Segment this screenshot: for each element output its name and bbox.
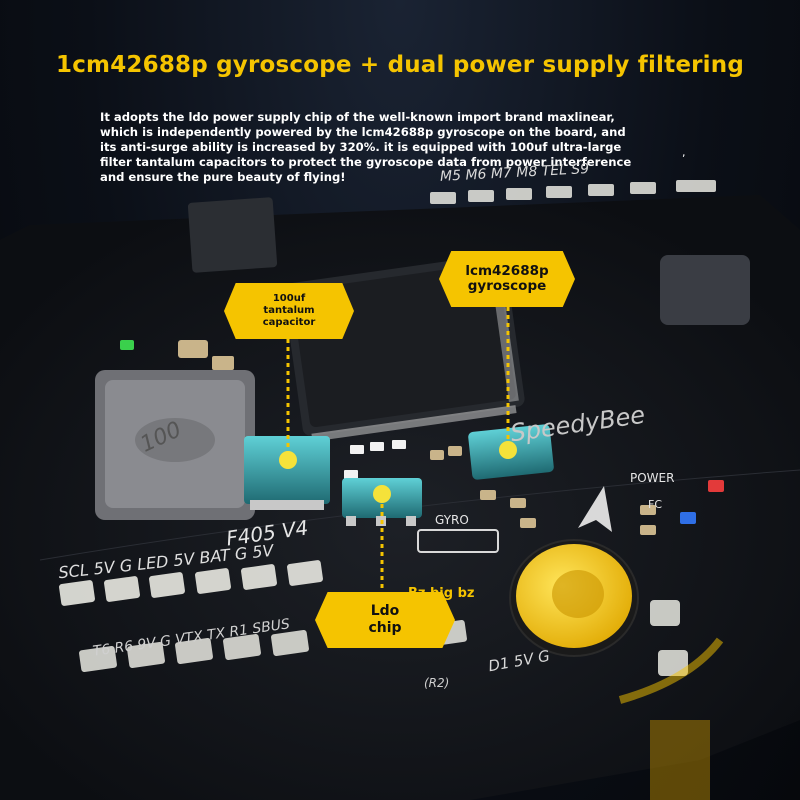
gyro-silk-outline [417, 529, 499, 553]
ldo-dot [373, 485, 391, 503]
small-chip [187, 197, 278, 273]
silk-fc: FC [648, 498, 663, 511]
right-pads [650, 600, 688, 676]
gyro-dot [499, 441, 517, 459]
callout-tantalum-capacitor: 100uf tantalum capacitor [224, 283, 354, 339]
callout-line: Ldo [370, 603, 400, 619]
power-led [708, 480, 724, 492]
callout-line: tantalum [263, 305, 315, 316]
description-line: its anti-surge ability is increased by 3… [100, 140, 622, 154]
description-line: It adopts the ldo power supply chip of t… [100, 110, 615, 124]
headline: 1cm42688p gyroscope + dual power supply … [56, 52, 744, 78]
callout-line: 100uf [272, 293, 306, 304]
smd-components [178, 340, 656, 535]
callout-line: capacitor [262, 317, 316, 328]
silk-power: POWER [630, 471, 675, 485]
description-line: which is independently powered by the lc… [100, 125, 626, 139]
silk-gyro: GYRO [435, 513, 469, 527]
battery-pad [509, 539, 639, 657]
green-led [120, 340, 134, 350]
arrow-mark [578, 486, 612, 532]
callout-line: chip [368, 620, 402, 636]
description-line: filter tantalum capacitors to protect th… [100, 155, 632, 169]
description-line: and ensure the pure beauty of flying! [100, 170, 346, 184]
tantalum-dot [279, 451, 297, 469]
bottom-pad-row-2 [79, 619, 467, 673]
tantalum-capacitor-component [244, 436, 330, 510]
top-pad-row [430, 180, 716, 204]
callout-gyroscope: lcm42688p gyroscope [439, 251, 575, 307]
stray-mark: , [682, 146, 686, 159]
fc-led [680, 512, 696, 524]
usb-connector [660, 255, 750, 325]
silk-r2: (R2) [424, 676, 450, 690]
callout-line: gyroscope [467, 278, 547, 294]
description: It adopts the ldo power supply chip of t… [100, 110, 700, 185]
inductor [95, 370, 255, 520]
bottom-pad-row-1 [59, 560, 323, 606]
callout-ldo-chip: Ldo chip [315, 592, 455, 648]
callout-line: lcm42688p [465, 263, 549, 279]
